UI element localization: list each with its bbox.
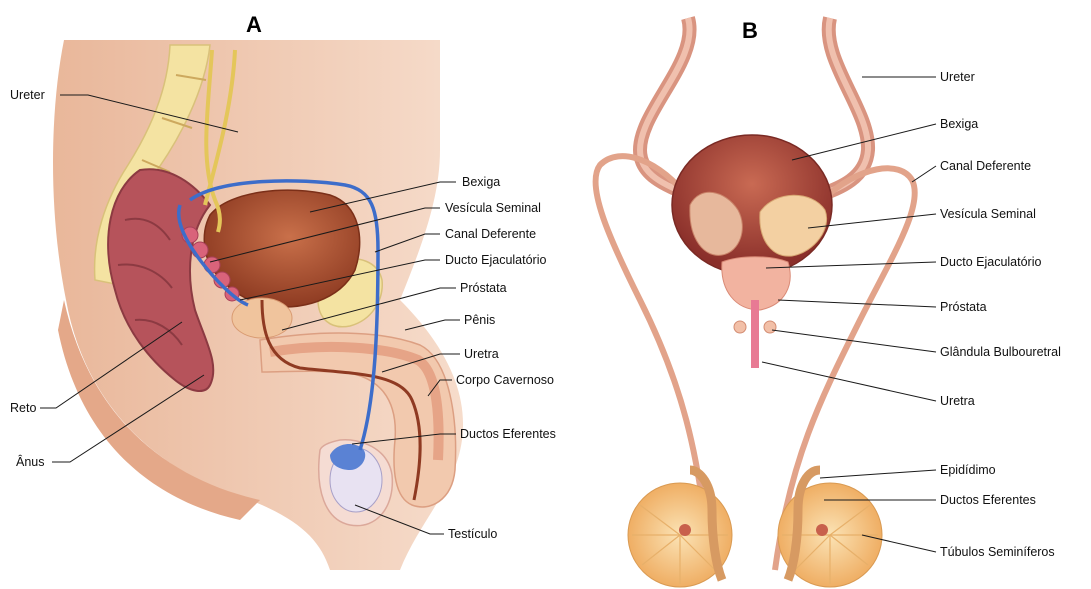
label-b-prostata: Próstata — [940, 300, 987, 314]
label-a-ductos-ef: Ductos Eferentes — [460, 427, 556, 441]
panel-a: A — [10, 12, 556, 570]
panel-b: B — [596, 18, 1061, 587]
label-a-uretra: Uretra — [464, 347, 499, 361]
label-b-epididimo: Epidídimo — [940, 463, 996, 477]
label-a-canal: Canal Deferente — [445, 227, 536, 241]
label-a-prostata: Próstata — [460, 281, 507, 295]
label-a-ducto-ejac: Ducto Ejaculatório — [445, 253, 546, 267]
urethra-b — [751, 300, 759, 368]
bulbourethral-gland-left — [734, 321, 746, 333]
panel-b-letter: B — [742, 18, 758, 43]
label-a-bexiga: Bexiga — [462, 175, 500, 189]
label-b-ureter: Ureter — [940, 70, 975, 84]
label-b-vesicula: Vesícula Seminal — [940, 207, 1036, 221]
label-b-canal: Canal Deferente — [940, 159, 1031, 173]
label-b-tubulos: Túbulos Seminíferos — [940, 545, 1055, 559]
label-a-corpo: Corpo Cavernoso — [456, 373, 554, 387]
bulbourethral-gland-right — [764, 321, 776, 333]
label-b-bexiga: Bexiga — [940, 117, 978, 131]
panel-a-letter: A — [246, 12, 262, 37]
label-b-uretra: Uretra — [940, 394, 975, 408]
label-a-penis: Pênis — [464, 313, 495, 327]
label-a-vesicula: Vesícula Seminal — [445, 201, 541, 215]
label-a-reto: Reto — [10, 401, 36, 415]
label-b-glandula: Glândula Bulbouretral — [940, 345, 1061, 359]
label-a-anus: Ânus — [16, 454, 45, 469]
label-b-ducto-ejac: Ducto Ejaculatório — [940, 255, 1041, 269]
label-b-ductos-ef: Ductos Eferentes — [940, 493, 1036, 507]
label-a-ureter: Ureter — [10, 88, 45, 102]
label-a-testiculo: Testículo — [448, 527, 497, 541]
